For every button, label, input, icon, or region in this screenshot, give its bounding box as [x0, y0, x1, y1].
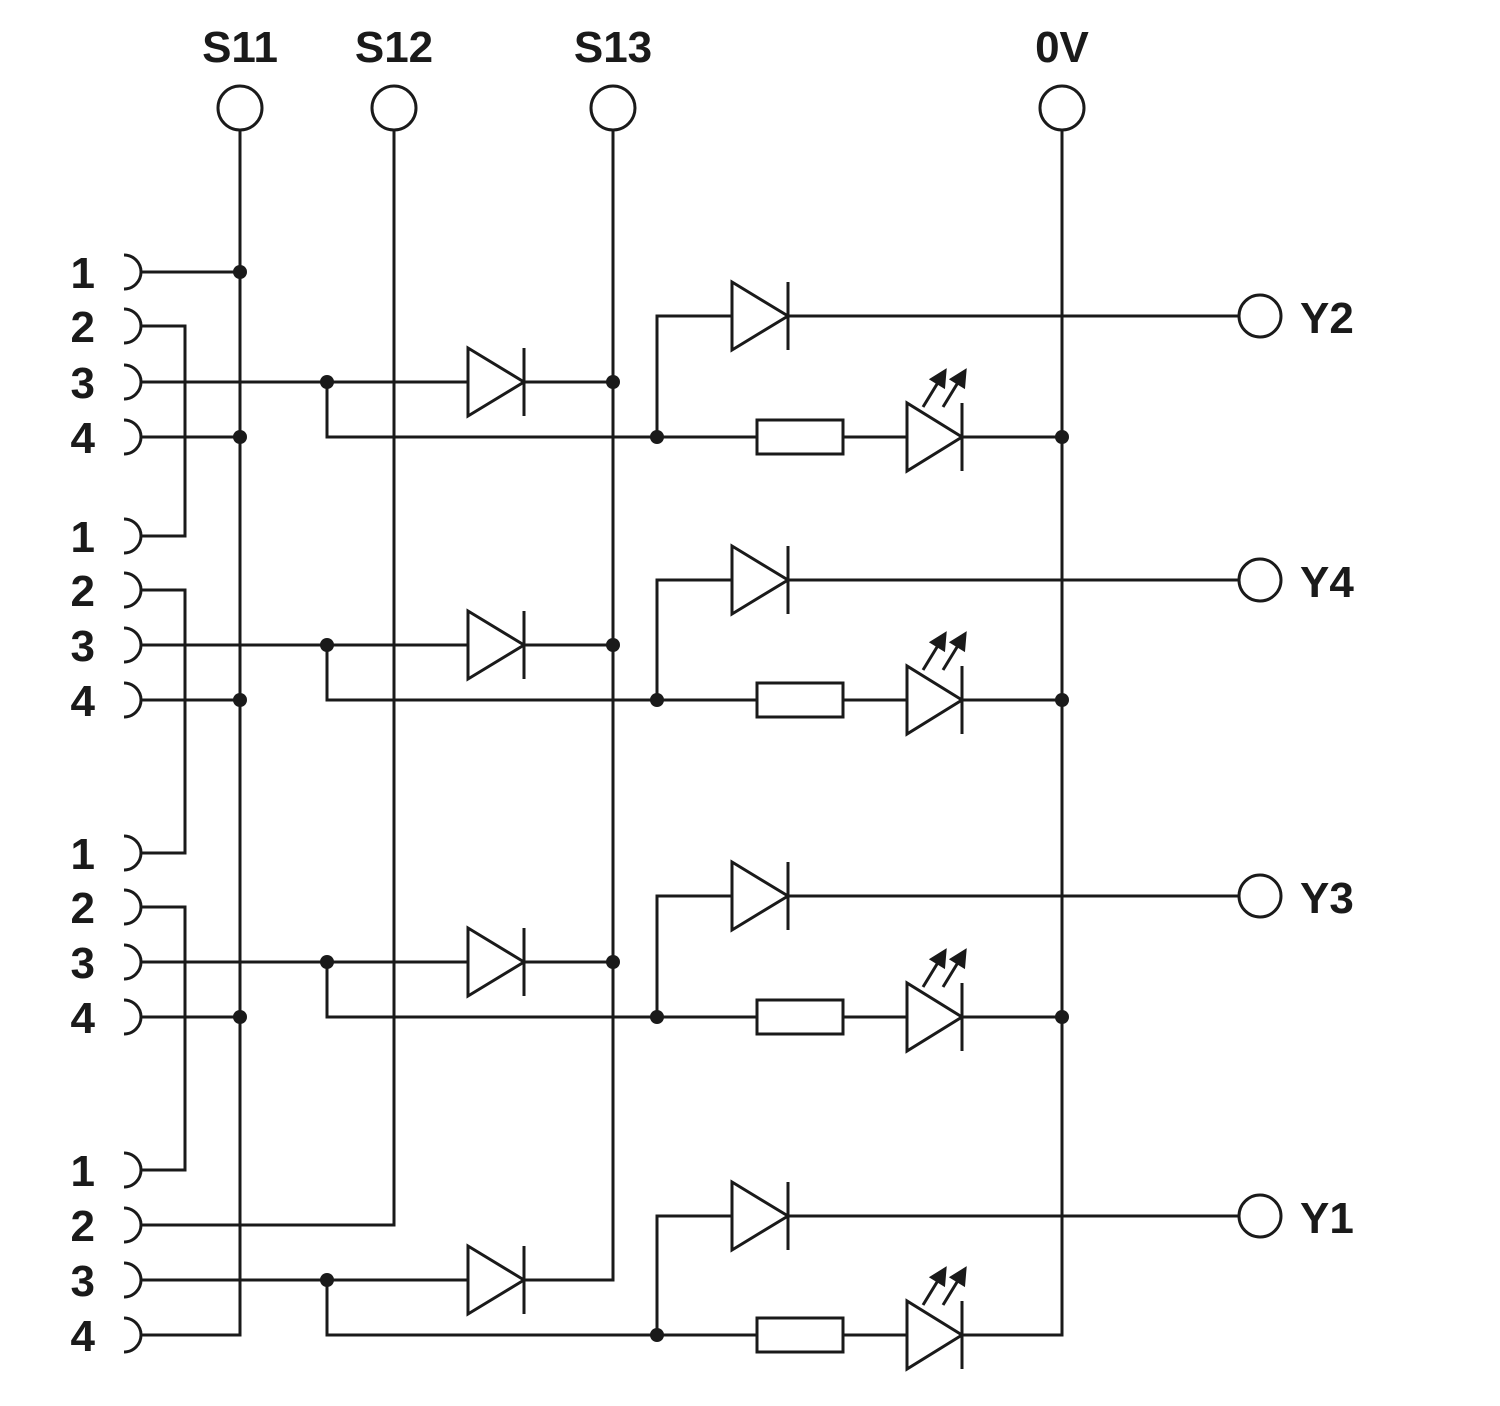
pin-socket-icon: [123, 998, 143, 1036]
junction-dot: [1055, 1010, 1069, 1024]
resistor-icon: [755, 681, 845, 719]
junction-dot: [233, 693, 247, 707]
terminal-label: S12: [355, 23, 433, 72]
pin-socket-icon: [123, 681, 143, 719]
pin-label: 2: [71, 303, 95, 352]
terminal-s11-icon: [216, 84, 264, 132]
terminal-s13-icon: [589, 84, 637, 132]
output-label: Y3: [1300, 874, 1354, 923]
pin-socket-icon: [123, 571, 143, 609]
output-diode-icon: [730, 543, 791, 617]
terminal-0v-icon: [1038, 84, 1086, 132]
pin-label: 4: [71, 994, 96, 1043]
resistor-icon: [755, 1316, 845, 1354]
output-terminal-icon: [1237, 293, 1283, 339]
wire-chain: [139, 588, 187, 855]
wire-chain: [139, 905, 187, 1172]
input-diode-icon: [466, 608, 527, 682]
pin-label: 1: [71, 513, 95, 562]
pin-label: 1: [71, 249, 95, 298]
junction-dot: [650, 1010, 664, 1024]
junction-dot: [320, 638, 334, 652]
terminal-label: S13: [574, 23, 652, 72]
led-icon: [905, 1266, 967, 1372]
pin-socket-icon: [123, 1316, 143, 1354]
input-diode-icon: [466, 345, 527, 419]
pin-label: 3: [71, 1257, 95, 1306]
pin-label: 4: [71, 414, 96, 463]
pin-socket-icon: [123, 307, 143, 345]
wire-indicator: [325, 1278, 759, 1337]
junction-dot: [233, 265, 247, 279]
pin-label: 1: [71, 1147, 95, 1196]
output-diode-icon: [730, 859, 791, 933]
junction-dot: [233, 430, 247, 444]
wire-output-branch: [655, 578, 734, 702]
junction-dot: [1055, 430, 1069, 444]
junction-dot: [320, 1273, 334, 1287]
led-icon: [905, 631, 967, 737]
pin-label: 3: [71, 359, 95, 408]
junction-dot: [233, 1010, 247, 1024]
junction-dot: [606, 638, 620, 652]
pin-socket-icon: [123, 943, 143, 981]
output-terminal-icon: [1237, 1193, 1283, 1239]
pin-socket-icon: [123, 1261, 143, 1299]
pin-socket-icon: [123, 418, 143, 456]
resistor-icon: [755, 418, 845, 456]
output-terminal-icon: [1237, 557, 1283, 603]
junction-dot: [650, 693, 664, 707]
pin-socket-icon: [123, 626, 143, 664]
input-diode-icon: [466, 1243, 527, 1317]
junction-dot: [1055, 693, 1069, 707]
terminal-s12-icon: [370, 84, 418, 132]
pin-label: 4: [71, 677, 96, 726]
pin-socket-icon: [123, 834, 143, 872]
junction-dot: [606, 375, 620, 389]
pin-socket-icon: [123, 363, 143, 401]
pin-label: 2: [71, 1202, 95, 1251]
pin-socket-icon: [123, 888, 143, 926]
pin-label: 3: [71, 622, 95, 671]
junction-dot: [650, 430, 664, 444]
resistor-icon: [755, 998, 845, 1036]
wire-indicator: [325, 960, 759, 1019]
wire-chain: [139, 324, 187, 538]
output-label: Y2: [1300, 294, 1354, 343]
wire-output-branch: [655, 894, 734, 1019]
junction-dot: [650, 1328, 664, 1342]
pin-label: 3: [71, 939, 95, 988]
output-label: Y4: [1300, 558, 1354, 607]
output-label: Y1: [1300, 1194, 1354, 1243]
wire-indicator: [325, 643, 759, 702]
pin-label: 2: [71, 884, 95, 933]
wire-output-branch: [655, 314, 734, 439]
terminal-label: 0V: [1035, 23, 1089, 72]
output-diode-icon: [730, 1179, 791, 1253]
junction-dot: [320, 375, 334, 389]
terminal-label: S11: [202, 23, 278, 72]
pin-label: 2: [71, 567, 95, 616]
wire-output-branch: [655, 1214, 734, 1337]
output-terminal-icon: [1237, 873, 1283, 919]
input-diode-icon: [466, 925, 527, 999]
junction-dot: [606, 955, 620, 969]
led-icon: [905, 948, 967, 1054]
wire-indicator: [325, 380, 759, 439]
pin-label: 1: [71, 830, 95, 879]
pin-label: 4: [71, 1312, 96, 1361]
pin-socket-icon: [123, 1151, 143, 1189]
pin-socket-icon: [123, 253, 143, 291]
pin-socket-icon: [123, 517, 143, 555]
output-diode-icon: [730, 279, 791, 353]
pin-socket-icon: [123, 1206, 143, 1244]
led-icon: [905, 368, 967, 474]
junction-dot: [320, 955, 334, 969]
